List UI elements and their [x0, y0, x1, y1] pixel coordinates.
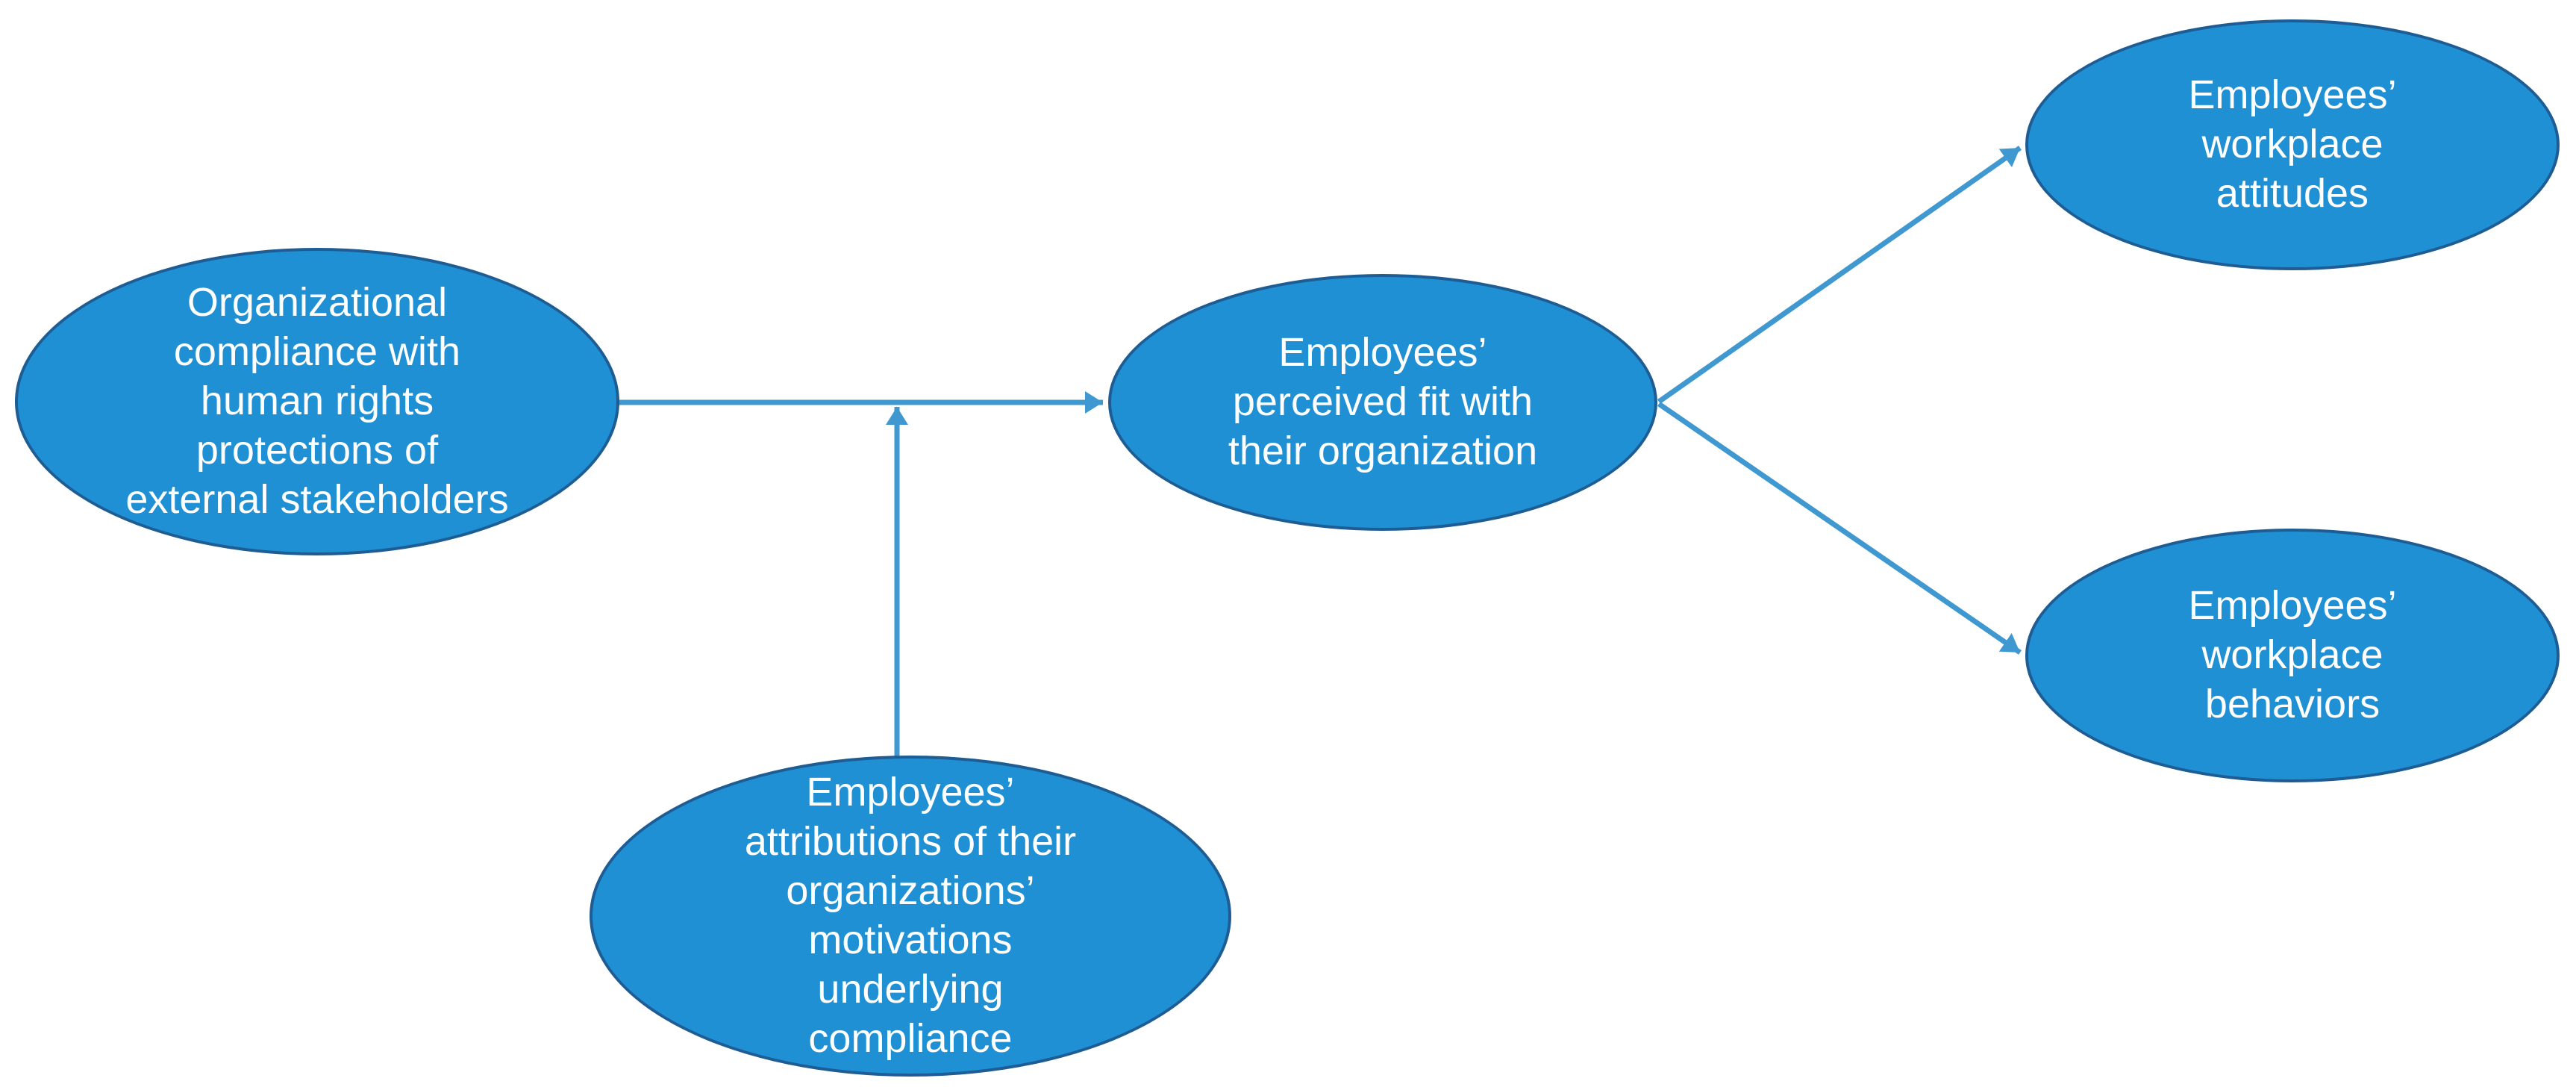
node-perceived-fit-label: Employees’ perceived fit with their orga…	[1228, 330, 1538, 473]
arrow-fit-to-behaviors	[1657, 402, 2022, 655]
node-workplace-behaviors-label: Employees’ workplace behaviors	[2188, 583, 2397, 726]
node-workplace-attitudes: Employees’ workplace attitudes	[2025, 19, 2560, 270]
node-workplace-behaviors: Employees’ workplace behaviors	[2025, 529, 2560, 782]
node-workplace-attitudes-label: Employees’ workplace attitudes	[2188, 72, 2397, 216]
node-organizational-compliance: Organizational compliance with human rig…	[15, 248, 619, 555]
node-attributions-label: Employees’ attributions of their organiz…	[744, 770, 1077, 1061]
node-attributions: Employees’ attributions of their organiz…	[590, 756, 1231, 1077]
node-perceived-fit: Employees’ perceived fit with their orga…	[1108, 274, 1657, 531]
arrow-fit-to-attitudes	[1657, 146, 2022, 404]
node-organizational-compliance-label: Organizational compliance with human rig…	[125, 280, 509, 522]
